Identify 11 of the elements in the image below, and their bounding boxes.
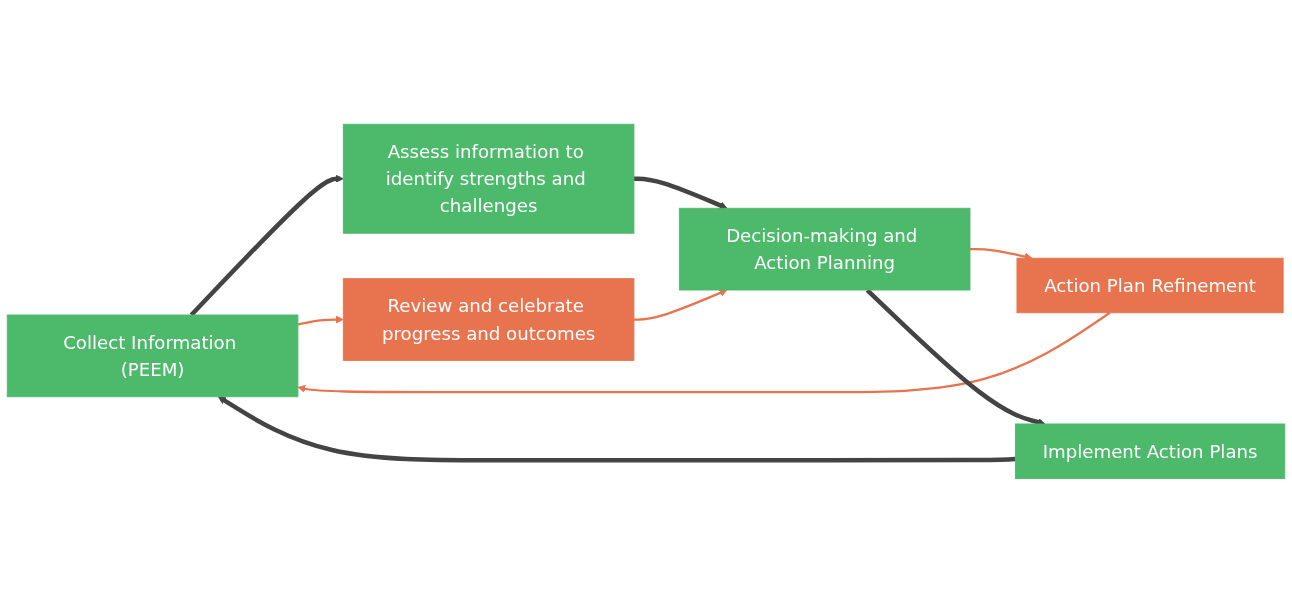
node-box: Review and celebrate progress and outcomes bbox=[342, 277, 635, 361]
node-box: Implement Action Plans bbox=[1014, 423, 1286, 479]
node-box: Assess information to identify strengths and challenges bbox=[342, 123, 635, 234]
arrow bbox=[297, 315, 344, 326]
arrow bbox=[297, 311, 1111, 393]
node-box: Decision-making and Action Planning bbox=[678, 207, 971, 291]
arrow bbox=[217, 396, 1016, 463]
node-box: Collect Information (PEEM) bbox=[6, 314, 299, 397]
node-box: Action Plan Refinement bbox=[1016, 257, 1284, 313]
arrow bbox=[633, 176, 728, 209]
arrow bbox=[633, 288, 728, 321]
